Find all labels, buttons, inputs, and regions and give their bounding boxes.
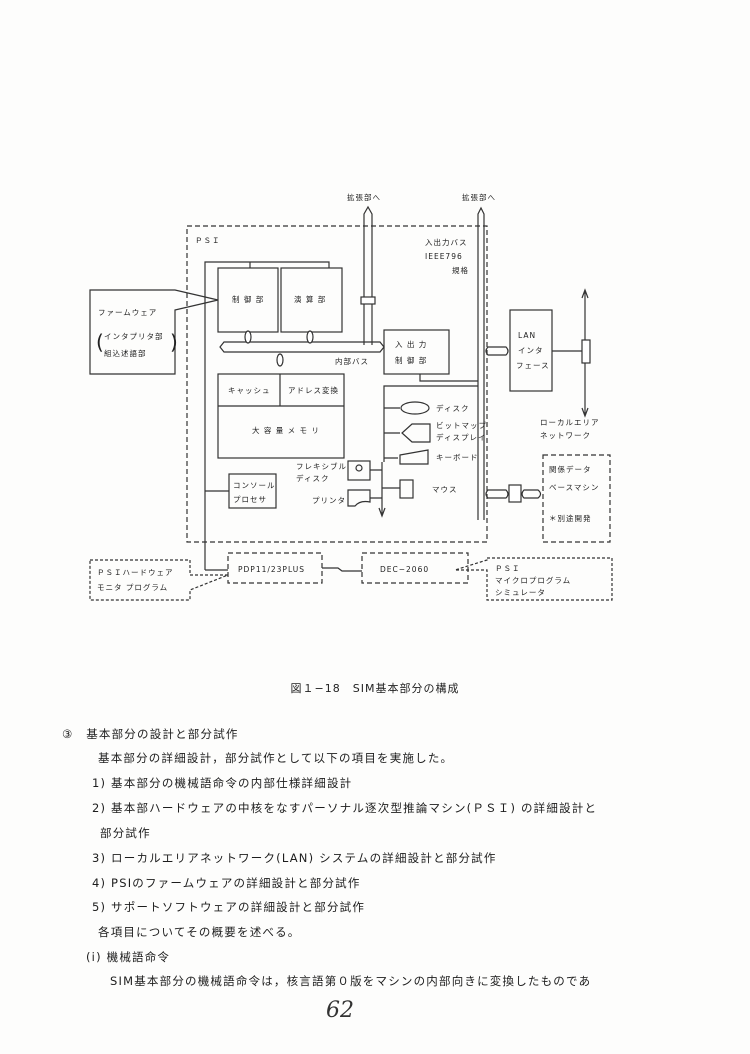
internal-bus-label: 内部バス	[335, 356, 369, 366]
list-item: 4) PSIのファームウェアの詳細設計と部分試作	[92, 876, 361, 890]
intro-text: 基本部分の詳細設計，部分試作として以下の項目を実施した。	[98, 751, 454, 765]
firmware-label: ファームウェア	[98, 308, 157, 317]
summary-text: 各項目についてその概要を述べる。	[98, 925, 301, 939]
display-icon	[401, 423, 431, 443]
expansion-bus-left	[363, 205, 373, 345]
db-machine-box	[542, 454, 611, 543]
simulator-label-3: シミュレータ	[495, 588, 546, 597]
db-label-2: ベースマシン	[549, 483, 599, 492]
io-control-label-1: 入 出 力	[395, 339, 427, 349]
psi-label: ＰＳＩ	[195, 236, 221, 245]
pdp-label: PDP11/23PLUS	[238, 565, 305, 574]
interpreter-label: インタプリタ部	[104, 331, 164, 341]
console-label-1: コンソール	[233, 481, 276, 490]
inner-frame	[204, 261, 330, 570]
local-net-label-2: ネットワーク	[540, 431, 591, 440]
bus-connector	[360, 296, 376, 305]
disk-icon	[400, 401, 430, 415]
cache-label: キャッシュ	[228, 386, 271, 395]
builtin-label: 組込述語部	[104, 348, 147, 358]
io-control-label-2: 制 御 部	[395, 355, 427, 365]
hw-monitor-callout	[89, 559, 229, 601]
io-control-box	[383, 329, 450, 375]
io-bus-label-2: IEEE796	[425, 252, 463, 261]
list-item: 1) 基本部分の機械語命令の内部仕様詳細設計	[92, 776, 353, 790]
console-label-2: プロセサ	[233, 495, 267, 504]
keyboard-icon	[399, 449, 429, 465]
simulator-callout	[454, 557, 613, 601]
lan-label-3: フェース	[516, 361, 550, 370]
flexible-label-2: ディスク	[296, 473, 329, 483]
paragraph-text: SIM基本部分の機械語命令は，核言語第０版をマシンの内部向きに変換したものであ	[110, 974, 592, 988]
memory-label: 大 容 量 メ モ リ	[252, 425, 320, 435]
io-bus-label-3: 規格	[452, 265, 469, 275]
flexible-label-1: フレキシブル	[296, 461, 347, 471]
lan-tap-icon	[581, 339, 591, 364]
page-number: 62	[326, 998, 354, 1023]
expansion-label-left: 拡張部へ	[347, 192, 381, 202]
dec-label: DEC−2060	[380, 565, 429, 574]
printer-label: プリンタ	[312, 496, 346, 505]
list-item-continuation: 部分試作	[100, 826, 151, 840]
bitmap-label-2: ディスプレイ	[436, 432, 486, 442]
disk-label: ディスク	[436, 403, 469, 413]
section-heading: ③ 基本部分の設計と部分試作	[62, 727, 239, 741]
list-item: 3) ローカルエリアネットワーク(LAN) システムの詳細設計と部分試作	[92, 851, 497, 865]
firmware-callout	[89, 289, 219, 375]
keyboard-label: キーボード	[436, 453, 479, 462]
db-label-3: ＊別途開発	[549, 513, 592, 523]
memory-box	[217, 373, 345, 459]
list-item: 5) サポートソフトウェアの詳細設計と部分試作	[92, 900, 366, 914]
lan-label-1: LAN	[518, 331, 536, 340]
address-translation-label: アドレス変換	[288, 385, 339, 395]
svg-text:(: (	[96, 330, 104, 354]
psi-boundary	[186, 225, 488, 543]
dec-box	[361, 552, 469, 584]
flexible-disk-icon	[347, 460, 371, 481]
hw-monitor-label-1: ＰＳＩハードウェア	[97, 568, 174, 577]
list-item: 2) 基本部ハードウェアの中核をなすパーソナル逐次型推論マシン(ＰＳＩ) の詳細…	[92, 801, 598, 815]
printer-icon	[347, 489, 371, 507]
svg-text:): )	[170, 330, 178, 354]
arith-unit-label: 演 算 部	[294, 294, 326, 304]
hw-monitor-label-2: モニタ プログラム	[97, 582, 168, 592]
expansion-label-right: 拡張部へ	[462, 192, 496, 202]
control-unit-label: 制 御 部	[232, 294, 264, 304]
lan-label-2: インタ	[518, 346, 544, 355]
simulator-label-1: ＰＳＩ	[495, 564, 521, 573]
internal-bus	[219, 341, 385, 353]
local-net-label-1: ローカルエリア	[540, 418, 600, 427]
bitmap-label-1: ビットマップ	[436, 421, 487, 430]
io-bus-label-1: 入出力バス	[425, 237, 468, 247]
db-label-1: 関係データ	[549, 464, 592, 474]
io-bus	[477, 206, 485, 520]
mouse-icon	[399, 479, 414, 499]
mouse-label: マウス	[432, 485, 458, 494]
figure-caption: 図１−18 SIM基本部分の構成	[290, 682, 460, 695]
sub-heading: (i) 機械語命令	[86, 950, 171, 964]
simulator-label-2: マイクロプログラム	[495, 575, 571, 585]
